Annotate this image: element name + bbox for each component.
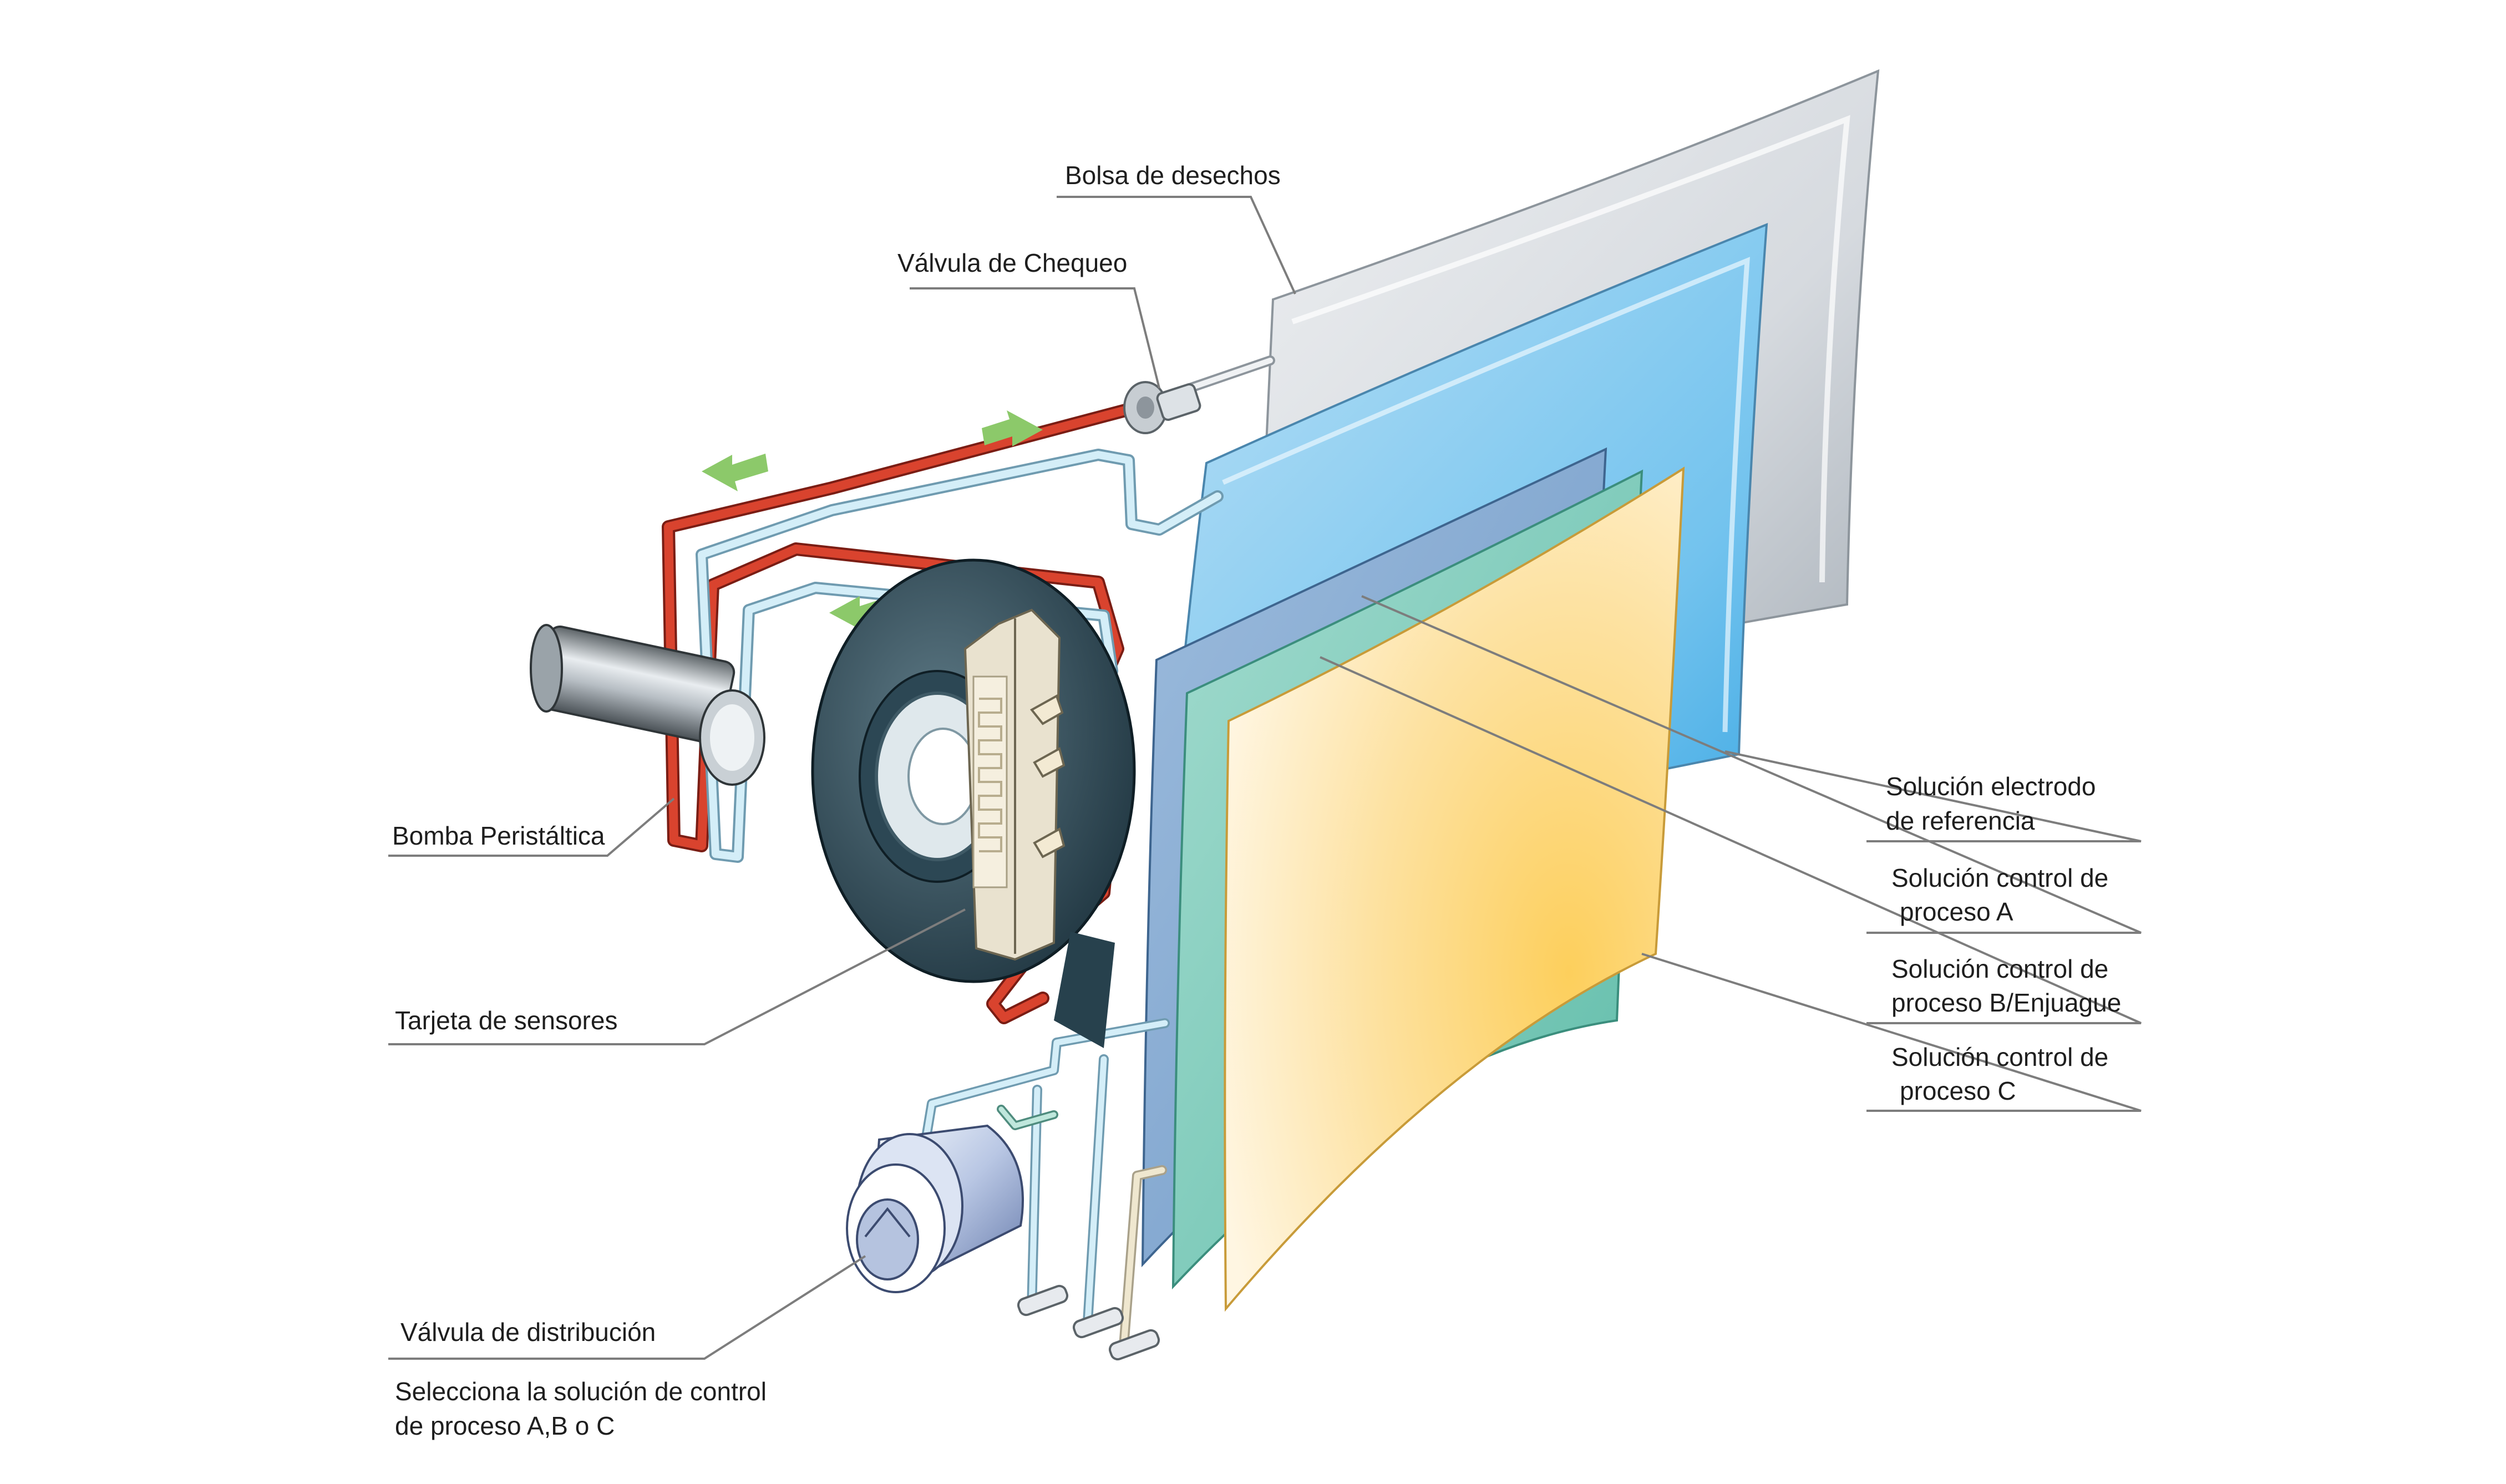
flow-arrow-icon [982, 410, 1043, 446]
reference-solution-label-line-1: Solución electrodo [1886, 772, 2096, 801]
sensor-card-label: Tarjeta de sensores [395, 1006, 618, 1035]
distribution-note-line-2: de proceso A,B o C [395, 1411, 615, 1440]
control-c-label-line-1: Solución control de [1891, 1043, 2109, 1071]
flow-arrow-icon [702, 454, 768, 491]
peristaltic-pump [530, 624, 765, 786]
blue-tubing [696, 449, 1224, 1358]
distribution-valve-label: Válvula de distribución [400, 1318, 656, 1346]
waste-line [1176, 355, 1275, 396]
distribution-note-line-1: Selecciona la solución de control [395, 1377, 767, 1406]
control-c-label-line-2: proceso C [1900, 1076, 2016, 1105]
check-valve [1123, 381, 1201, 434]
check-valve-label: Válvula de Chequeo [897, 248, 1128, 277]
waste-bag-label: Bolsa de desechos [1065, 161, 1281, 190]
peristaltic-pump-label: Bomba Peristáltica [392, 821, 605, 850]
control-a-label-line-2: proceso A [1900, 897, 2013, 926]
reference-solution-label-line-2: de referencia [1886, 806, 2035, 835]
sensor-card [963, 608, 1066, 961]
control-b-label-line-1: Solución control de [1891, 954, 2109, 983]
control-a-label-line-1: Solución control de [1891, 863, 2109, 892]
bag-fittings [1017, 1284, 1160, 1361]
control-solution-c-bag [1224, 466, 1685, 1312]
leader-lines [388, 196, 2142, 1360]
distribution-valve [846, 1124, 1024, 1293]
control-b-label-line-2: proceso B/Enjuague [1891, 988, 2122, 1017]
